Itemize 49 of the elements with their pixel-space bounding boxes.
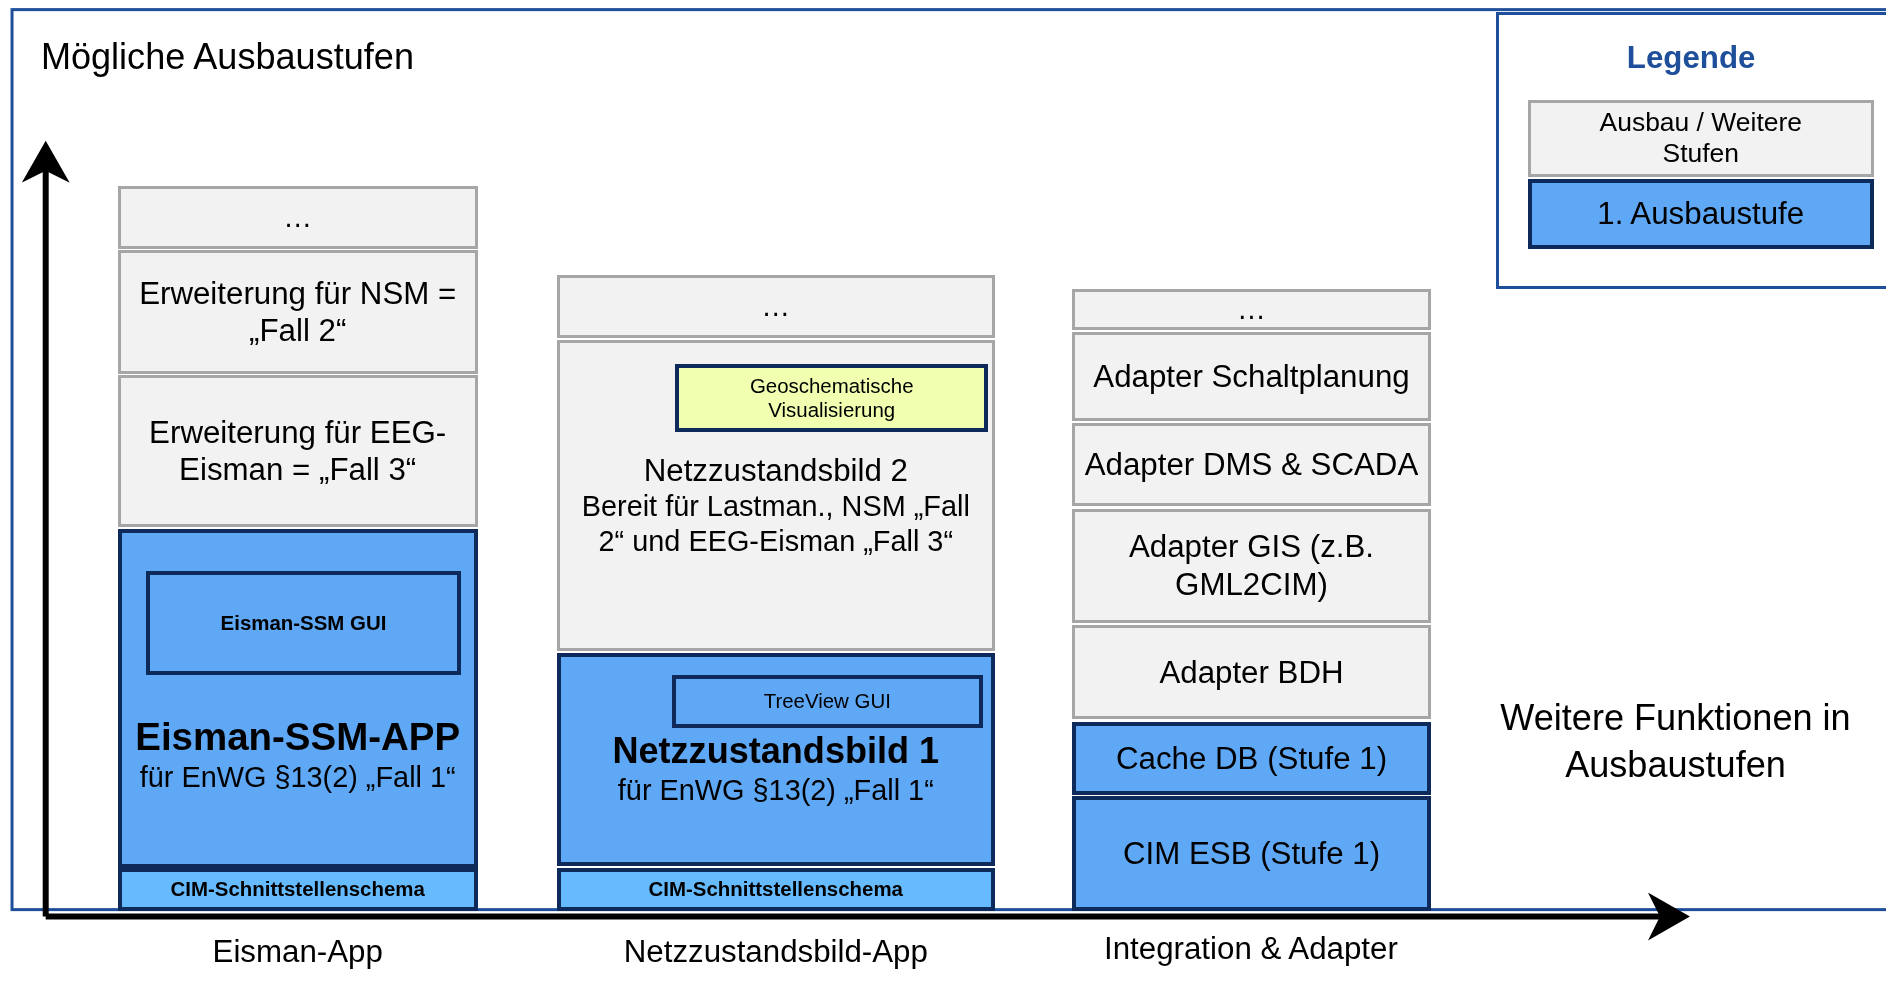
block-subtitle: Bereit für Lastman., NSM „Fall 2“ und EEG-Eisman „Fall 3“ xyxy=(580,489,971,559)
column-label: Integration & Adapter xyxy=(1103,929,1399,968)
stage-block xyxy=(556,340,995,651)
block-title: … xyxy=(1236,291,1267,327)
block-title: CIM ESB (Stufe 1) xyxy=(1121,834,1382,873)
block-title: Netzzustandsbild 1 xyxy=(611,729,941,773)
stage-block xyxy=(117,529,478,869)
block-title: Netzzustandsbild 2 xyxy=(642,451,909,490)
stage-block xyxy=(556,275,995,338)
stage-block xyxy=(117,375,478,527)
block-title: TreeView GUI xyxy=(762,689,892,714)
block-title: Adapter DMS & SCADA xyxy=(1083,446,1420,484)
stage-block xyxy=(1071,423,1432,507)
block-title: Adapter GIS (z.B. GML2CIM) xyxy=(1128,528,1375,604)
block-title: CIM-Schnittstellenschema xyxy=(647,877,904,902)
visualization-box xyxy=(675,363,989,433)
block-title: Adapter Schaltplanung xyxy=(1092,357,1411,396)
legend-title: Legende xyxy=(1625,39,1757,78)
block-title: CIM-Schnittstellenschema xyxy=(169,877,426,902)
stage-block xyxy=(117,250,478,375)
block-title: Eisman-SSM-APP xyxy=(134,713,462,760)
block-subtitle: für EnWG §13(2) „Fall 1“ xyxy=(616,772,935,808)
column-label: Eisman-App xyxy=(211,933,384,972)
stage-block xyxy=(1071,288,1432,330)
stage-block xyxy=(1071,625,1432,720)
gui-box xyxy=(145,570,462,676)
schema-bar xyxy=(117,868,478,911)
block-title: Eisman-SSM GUI xyxy=(219,610,388,636)
column-label: Netzzustandsbild-App xyxy=(622,933,929,972)
block-title: Geoschematische Visualisierung xyxy=(748,373,915,423)
stage-block xyxy=(1071,508,1432,624)
axis-title: Mögliche Ausbaustufen xyxy=(40,34,415,79)
legend-label: Ausbau / Weitere Stufen xyxy=(1598,106,1803,171)
block-title: Erweiterung für EEG-Eisman = „Fall 3“ xyxy=(148,413,448,489)
block-title: Erweiterung für NSM = „Fall 2“ xyxy=(138,274,458,350)
stage-block xyxy=(1071,721,1432,796)
side-note: Weitere Funktionen in Ausbaustufen xyxy=(1499,696,1852,788)
gui-box xyxy=(671,675,984,729)
schema-bar xyxy=(556,868,995,911)
block-title: … xyxy=(760,289,792,324)
block-title: … xyxy=(282,200,314,235)
stage-block xyxy=(117,186,478,249)
block-title: Cache DB (Stufe 1) xyxy=(1114,739,1389,778)
block-title: Adapter BDH xyxy=(1158,653,1345,692)
block-subtitle: für EnWG §13(2) „Fall 1“ xyxy=(138,759,457,795)
legend-label: 1. Ausbaustufe xyxy=(1596,195,1806,233)
stage-block xyxy=(1071,331,1432,421)
stage-block xyxy=(556,653,995,866)
stage-block xyxy=(1071,796,1432,911)
